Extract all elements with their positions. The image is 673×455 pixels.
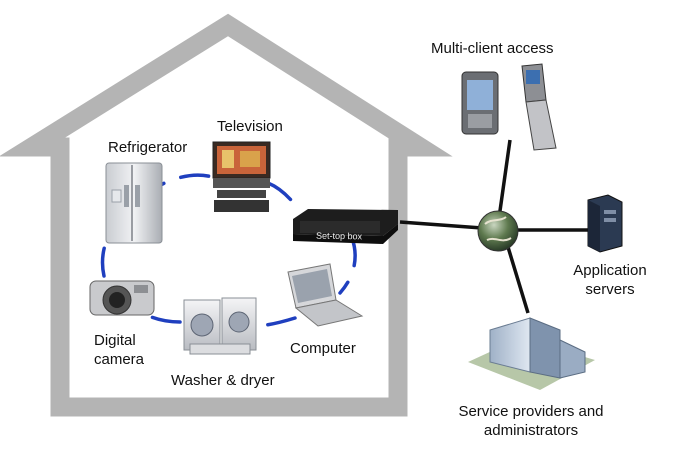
refrigerator-label: Refrigerator <box>108 139 188 156</box>
application-server-icon <box>587 194 623 253</box>
application-servers-label-line2: servers <box>585 281 635 298</box>
pda-phone-icon <box>461 71 499 135</box>
set-top-box-icon <box>293 209 398 244</box>
service-providers-label-line2: administrators <box>483 422 579 439</box>
digital-camera-icon <box>89 280 155 316</box>
mobile-phone-icon <box>521 63 557 151</box>
refrigerator-icon <box>105 162 163 244</box>
application-servers-label-line1: Application <box>573 262 647 279</box>
washer-dryer-label: Washer & dryer <box>171 372 275 389</box>
digital-camera-label-line2: camera <box>94 351 145 368</box>
computer-icon <box>287 263 364 327</box>
application-servers-label: Application servers <box>560 261 660 299</box>
digital-camera-label: Digital camera <box>94 331 162 369</box>
computer-label: Computer <box>290 340 356 357</box>
washer-dryer-icon <box>183 297 257 355</box>
office-building-icon <box>468 317 595 390</box>
multi-client-access-label: Multi-client access <box>431 40 554 57</box>
globe-icon <box>477 210 519 252</box>
service-providers-label: Service providers and administrators <box>441 402 621 440</box>
television-label: Television <box>217 118 283 135</box>
house-outline <box>0 13 453 417</box>
digital-camera-label-line1: Digital <box>94 332 136 349</box>
set-top-box-label: Set-top box <box>315 230 363 242</box>
service-providers-label-line1: Service providers and <box>458 403 604 420</box>
television-icon <box>212 141 271 212</box>
